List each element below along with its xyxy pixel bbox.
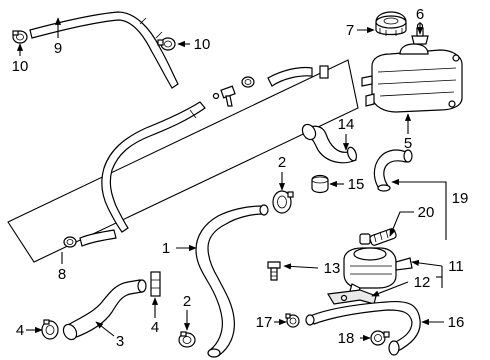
callout-15: 15 bbox=[348, 176, 365, 193]
hose-clamp-4a bbox=[41, 319, 59, 340]
hose-clamp-2a bbox=[272, 190, 294, 214]
callout-4-left: 4 bbox=[16, 322, 24, 339]
kit-long-tube bbox=[101, 101, 206, 233]
reservoir-cap bbox=[375, 11, 407, 36]
hose-clamp-17 bbox=[285, 313, 300, 328]
callout-5: 5 bbox=[404, 135, 412, 152]
leader-lines bbox=[16, 17, 447, 342]
kit-connector bbox=[212, 85, 236, 107]
callout-20: 20 bbox=[418, 204, 435, 221]
callout-2-lower: 2 bbox=[183, 293, 191, 310]
callout-6: 6 bbox=[416, 6, 424, 23]
kit-hose-small-right bbox=[241, 65, 329, 88]
callout-14: 14 bbox=[338, 116, 355, 133]
callout-19: 19 bbox=[452, 190, 469, 207]
callout-18: 18 bbox=[338, 330, 355, 347]
callout-7: 7 bbox=[346, 22, 354, 39]
callout-10-left: 10 bbox=[12, 58, 29, 75]
coolant-reservoir bbox=[361, 43, 463, 113]
hose-clamp-10b bbox=[157, 37, 176, 51]
pump-bolt bbox=[267, 261, 281, 281]
hose-kit-outline bbox=[7, 59, 359, 263]
coolant-hose-19 bbox=[373, 149, 413, 192]
pump-bracket bbox=[327, 289, 377, 305]
coolant-hose-16-end bbox=[388, 340, 400, 356]
callout-11: 11 bbox=[448, 258, 464, 275]
radiator-hose-3 bbox=[62, 279, 147, 341]
callout-12: 12 bbox=[414, 274, 431, 291]
callout-13: 13 bbox=[324, 260, 341, 277]
callout-1: 1 bbox=[162, 240, 170, 257]
callout-labels: 1 2 2 3 4 4 5 6 7 8 9 10 10 11 12 13 14 … bbox=[12, 6, 469, 350]
hose-clamp-2b bbox=[178, 331, 196, 348]
hose-connector-20 bbox=[359, 228, 397, 246]
hose-clamp-15 bbox=[311, 174, 329, 194]
radiator-hose-1 bbox=[195, 204, 269, 358]
callout-3: 3 bbox=[116, 333, 124, 350]
callout-4-right: 4 bbox=[151, 319, 159, 336]
callout-16: 16 bbox=[448, 314, 465, 331]
kit-tube-lower bbox=[63, 229, 117, 248]
callout-9: 9 bbox=[54, 40, 62, 57]
hose-clamp-18 bbox=[370, 330, 390, 346]
hose-clamp-4b bbox=[150, 271, 161, 297]
callout-2-upper: 2 bbox=[278, 154, 286, 171]
callout-8: 8 bbox=[58, 266, 66, 283]
heater-hose-upper bbox=[29, 11, 179, 89]
coolant-hose-16 bbox=[305, 300, 421, 353]
callout-10-top: 10 bbox=[194, 36, 211, 53]
callout-17: 17 bbox=[256, 314, 273, 331]
auxiliary-water-pump bbox=[343, 247, 413, 301]
hose-clamp-10a bbox=[12, 30, 28, 44]
coolant-hose-elbow bbox=[301, 123, 358, 164]
